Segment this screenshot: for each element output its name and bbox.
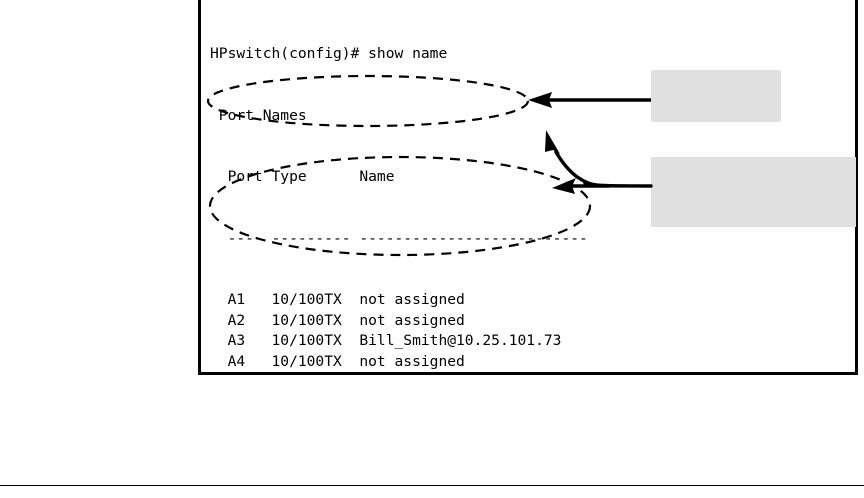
- port-row-a3: A3 10/100TX Bill_Smith@10.25.101.73: [210, 332, 562, 349]
- terminal-separator: ---- --------- -------------------------…: [210, 229, 588, 247]
- port-row-a4: A4 10/100TX not assigned: [210, 352, 465, 370]
- terminal-prompt-line: HPswitch(config)# show name: [210, 45, 448, 62]
- port-row-a1: A1 10/100TX not assigned: [210, 291, 465, 308]
- terminal-section-title: Port Names: [210, 106, 307, 124]
- callout-box-ports-a1-a2: [651, 70, 781, 122]
- page-bottom-rule: [0, 485, 864, 486]
- terminal-column-header: Port Type Name: [210, 168, 395, 185]
- port-row-a2: A2 10/100TX not assigned: [210, 311, 465, 329]
- callout-box-ports-a5-a8: [651, 157, 856, 227]
- terminal-output: HPswitch(config)# show name Port Names P…: [210, 3, 588, 375]
- port-table-body: A1 10/100TX not assigned A2 10/100TX not…: [210, 290, 588, 375]
- port-row-a5: A5 10/100TX Draft-Server:Trunk: [210, 372, 588, 375]
